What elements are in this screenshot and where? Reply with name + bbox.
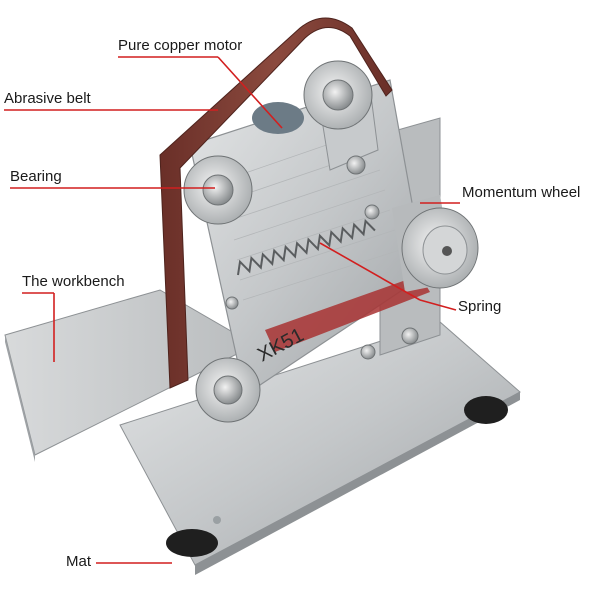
screw-icon [401,327,419,345]
workbench-lip [5,335,35,462]
copper-motor [252,102,304,134]
abrasive-belt-lower [265,275,430,352]
bolt-icon [322,79,354,111]
label-bearing: Bearing [10,168,62,185]
label-mat: Mat [66,553,92,570]
label-workbench: The workbench [22,273,125,290]
mat-foot [464,396,508,424]
momentum-wheel [392,195,479,292]
spring [237,218,376,276]
leader-lines [4,56,460,564]
bolt-icon [202,174,234,206]
label-spring: Spring [458,298,502,315]
screw-icon [360,344,376,360]
label-momentum-wheel: Momentum wheel [462,184,581,201]
screw-icon [213,516,221,524]
mat-foot [166,529,218,557]
leader-line-spring [419,299,457,311]
label-pure-copper-motor: Pure copper motor [118,37,243,54]
screw-icon [346,155,366,175]
bolt-icon [213,375,243,405]
leader-line-motor [217,56,283,129]
leader-line-spring [319,242,421,301]
screw-icon [225,296,239,310]
label-abrasive-belt: Abrasive belt [4,90,91,107]
screw-icon [364,204,380,220]
base-plate-edge [195,392,520,575]
frame-texture [224,129,401,301]
